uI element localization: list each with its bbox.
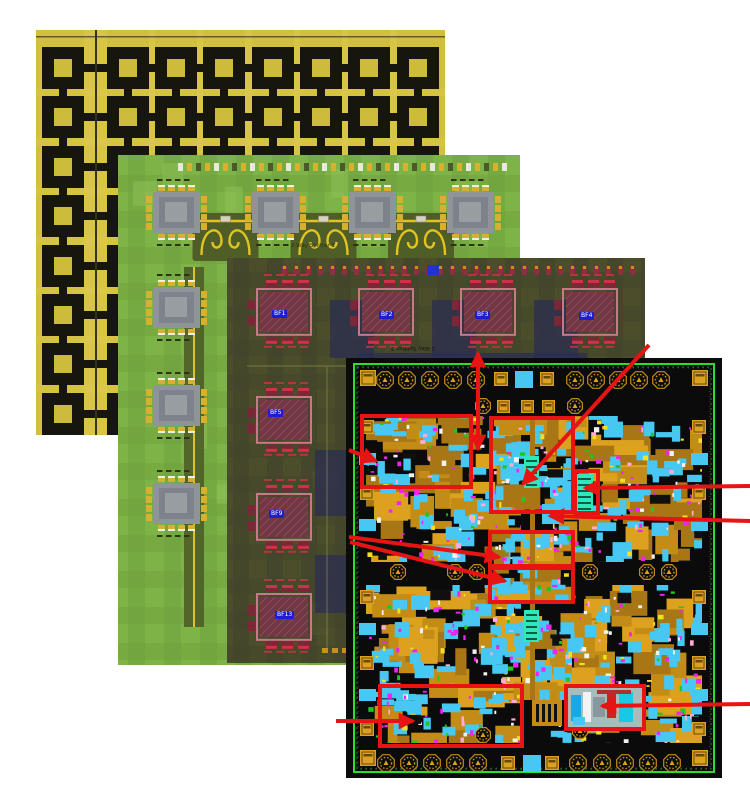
ic-layout-graphic xyxy=(346,358,722,778)
ic-layout-image xyxy=(346,358,722,778)
